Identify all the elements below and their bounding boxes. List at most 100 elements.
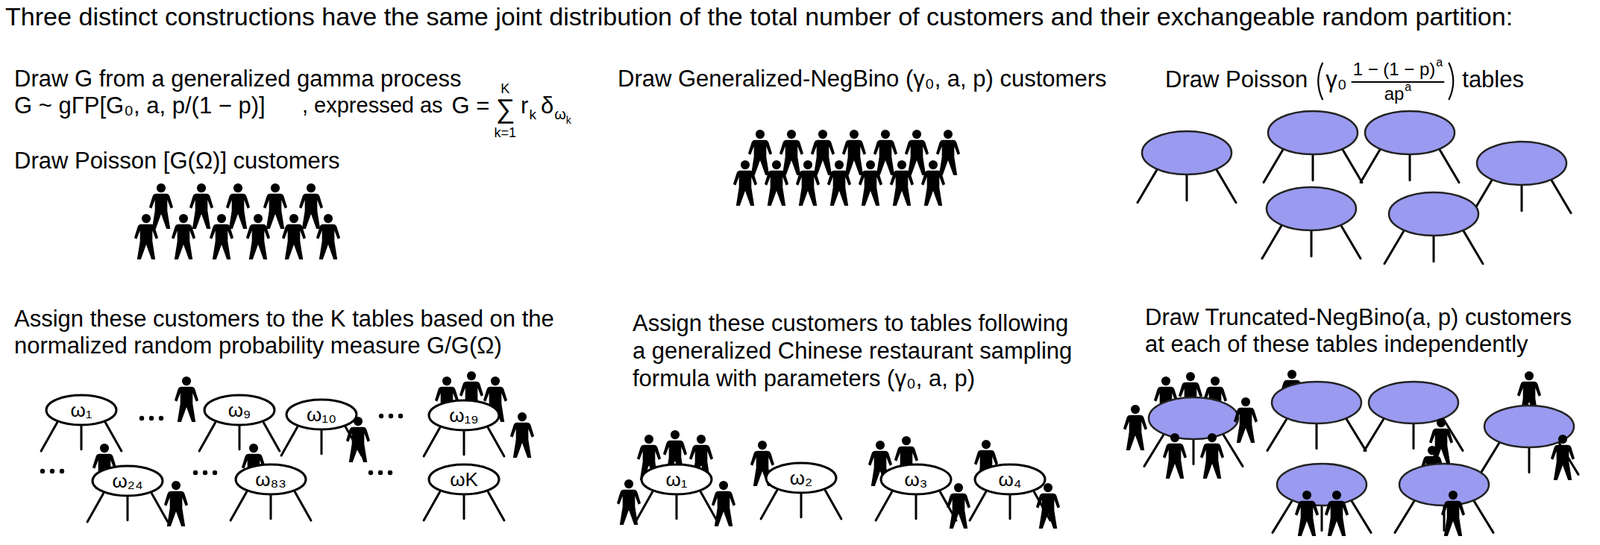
text-block: Draw Poisson [G(Ω)] customers	[14, 147, 343, 175]
table-leg	[915, 496, 918, 520]
table-label: ω₁₀	[306, 405, 337, 425]
customer-icon	[764, 160, 789, 206]
table-top	[1268, 111, 1358, 155]
table-leg	[230, 492, 247, 521]
table-label: ω₁₉	[449, 405, 479, 426]
table-top	[1271, 381, 1362, 424]
ellipsis-dot	[368, 470, 373, 476]
table-leg	[1479, 442, 1500, 475]
customer-icon	[858, 160, 883, 206]
table-leg	[87, 493, 104, 523]
table-leg	[1272, 500, 1292, 533]
ellipsis-dot	[378, 413, 384, 419]
table-label: ω₂	[789, 468, 813, 488]
customer-icon	[263, 183, 288, 229]
math-text: tables	[1462, 67, 1524, 92]
table-leg	[824, 490, 842, 520]
person-icon	[1123, 405, 1148, 451]
person-icon	[1162, 433, 1187, 479]
table-leg	[1432, 235, 1436, 262]
person-icon	[1429, 418, 1454, 464]
table-leg	[1394, 500, 1415, 533]
customer-icon	[733, 160, 758, 206]
table-top	[1142, 131, 1232, 175]
table-top	[1365, 111, 1455, 155]
table-node: ω₂	[764, 461, 838, 495]
math-text: r	[520, 93, 529, 118]
table-leg	[487, 428, 505, 457]
person-icon	[1036, 483, 1060, 529]
table-top	[428, 464, 500, 495]
table-leg	[487, 492, 505, 521]
sum-limit: K	[500, 82, 510, 96]
table-top	[766, 463, 837, 494]
table-label: ω₃	[904, 469, 928, 490]
table-leg	[320, 431, 323, 455]
customer-icon	[779, 129, 804, 176]
customer-icon	[889, 160, 914, 206]
customer-icon	[171, 214, 196, 260]
table-node: ω₂₄	[91, 464, 165, 498]
table-top	[46, 395, 117, 426]
table-leg	[41, 422, 58, 452]
table-label: ω₉	[228, 400, 252, 420]
ellipsis-dot	[193, 470, 198, 476]
ellipsis-dot	[378, 470, 383, 476]
table-leg	[1409, 154, 1412, 181]
table-top	[92, 466, 163, 497]
table-leg	[1346, 418, 1366, 451]
math-text: , expressed as	[302, 94, 444, 117]
text-block: Assign these customers to the K tables b…	[14, 305, 557, 360]
table-top	[880, 464, 952, 495]
customer-icon	[827, 160, 852, 206]
table-top	[1476, 141, 1567, 185]
person-icon	[1324, 490, 1349, 537]
ellipsis-dot	[49, 469, 55, 474]
table-leg	[126, 497, 130, 521]
customer-icon	[810, 129, 835, 176]
customer-icon	[936, 129, 960, 176]
person-icon	[1233, 397, 1258, 444]
ellipsis-dot	[149, 416, 154, 421]
table-leg	[1528, 447, 1531, 473]
table-label: ω₈₃	[255, 469, 287, 490]
ellipsis-dot	[59, 469, 65, 474]
text-block: Assign these customers to tables followi…	[632, 309, 1075, 393]
customer-icon	[246, 214, 271, 260]
table-node: ω₈₃	[234, 463, 308, 497]
table-top	[1148, 397, 1239, 440]
table-node: ω₁₀	[284, 398, 359, 432]
superscript: a	[1404, 81, 1412, 94]
table-leg	[263, 422, 280, 452]
customer-icon	[316, 214, 341, 260]
table-leg	[1412, 423, 1416, 450]
customer-icon	[921, 160, 946, 206]
table-top	[286, 399, 357, 430]
table-leg	[1192, 439, 1195, 465]
table-leg	[270, 496, 273, 520]
page-title: Three distinct constructions have the sa…	[5, 3, 1513, 30]
math-text: ap	[1384, 85, 1405, 103]
table-leg	[463, 496, 466, 520]
table-leg	[423, 492, 441, 521]
table-node: ω₁	[44, 393, 118, 427]
subscript: ω	[554, 106, 567, 122]
customer-icon	[748, 129, 773, 176]
table-leg	[1186, 174, 1189, 201]
customer-icon	[842, 129, 867, 176]
text-block: Draw Truncated-NegBino(a, p) customers a…	[1144, 304, 1575, 359]
text-block: Draw G from a generalized gamma process	[14, 65, 464, 93]
table-leg	[1351, 500, 1372, 533]
table-leg	[1321, 505, 1324, 532]
table-label: ω₁	[70, 400, 92, 420]
ellipsis-dot	[387, 470, 393, 476]
person-icon	[1200, 433, 1225, 479]
table-leg	[105, 422, 122, 452]
table-leg	[760, 490, 778, 520]
table-top	[428, 400, 500, 431]
math-text: Draw Poisson	[1165, 67, 1308, 92]
table-leg	[1216, 169, 1236, 203]
table-leg	[294, 492, 312, 521]
table-leg	[1463, 230, 1483, 265]
ellipsis-dot	[212, 470, 218, 476]
